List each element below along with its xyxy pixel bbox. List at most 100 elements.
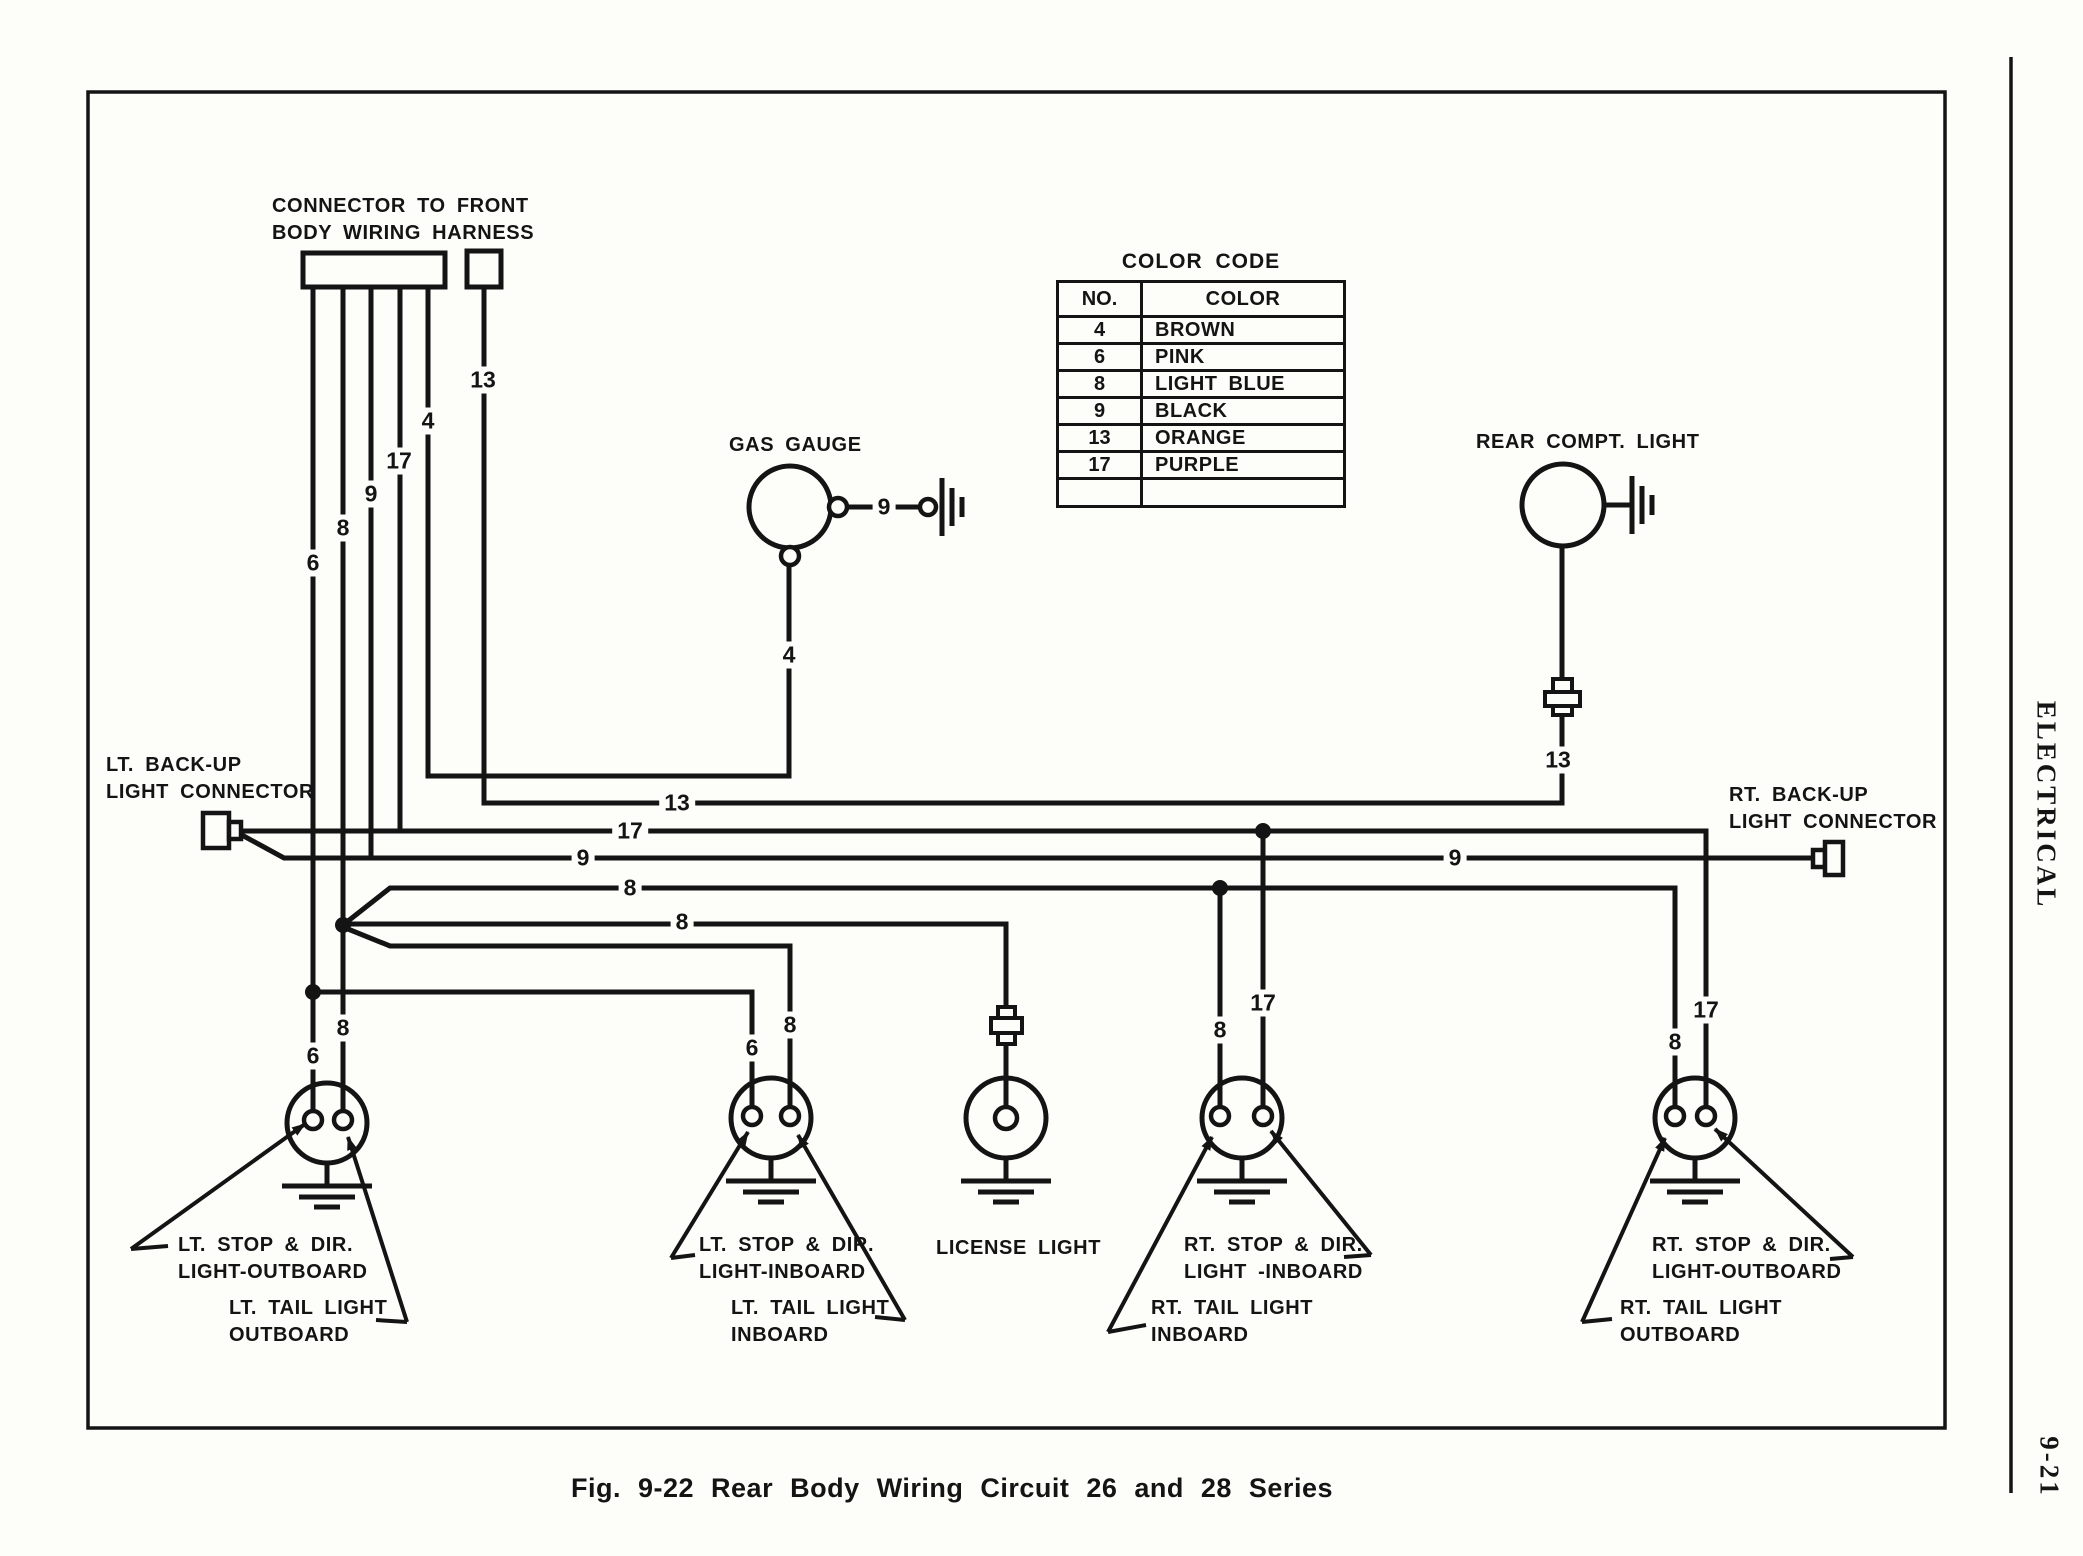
col-header-no: NO.	[1059, 283, 1143, 315]
wire-tag-9: 9	[359, 480, 383, 508]
wire-tag-4: 4	[416, 407, 440, 435]
wire-tag-6: 6	[740, 1034, 764, 1062]
ground-icon	[1650, 1158, 1740, 1205]
junction-dot	[335, 917, 351, 933]
wire-8-lt-inboard	[342, 924, 793, 1107]
lt-inboard-lamp	[726, 1075, 816, 1205]
ground-icon	[961, 1158, 1051, 1205]
label-line: RT. STOP & DIR.	[1184, 1234, 1363, 1256]
wire-6-lt-inboard	[313, 989, 755, 1107]
license-inline-connector-icon	[989, 1005, 1024, 1046]
wire-tag-9: 9	[872, 493, 896, 521]
junction-dots	[305, 823, 1271, 1000]
label-line: LT. STOP & DIR.	[178, 1234, 354, 1256]
rt-backup-label-line2: LIGHT CONNECTOR	[1729, 811, 1938, 833]
col-header-color: COLOR	[1205, 287, 1281, 310]
lamp-terminal	[778, 1104, 802, 1128]
wire-tag-13: 13	[1540, 746, 1576, 774]
label-line: RT. TAIL LIGHT	[1620, 1297, 1783, 1319]
gas-gauge-terminal-bottom	[778, 544, 802, 568]
label-line: LIGHT-INBOARD	[699, 1261, 866, 1283]
rear-ground-icon	[1629, 476, 1655, 534]
lamp-terminal	[1208, 1104, 1232, 1128]
label-line: LT. TAIL LIGHT	[731, 1297, 890, 1319]
cell-no: 9	[1059, 399, 1143, 423]
label-line: LIGHT-OUTBOARD	[1652, 1261, 1842, 1283]
wire-13-rear-light	[481, 287, 1565, 806]
lamp-terminal	[1694, 1104, 1718, 1128]
junction-dot	[1255, 823, 1271, 839]
gas-gauge-symbol	[746, 463, 965, 568]
license-light-lamp	[961, 1075, 1051, 1205]
label-line: INBOARD	[1151, 1324, 1249, 1346]
wire-tag-8: 8	[1663, 1028, 1687, 1056]
wire-tag-9: 9	[1443, 844, 1467, 872]
lt-backup-connector-label: LT. BACK-UP LIGHT CONNECTOR	[106, 752, 314, 806]
cell-color: BROWN	[1155, 318, 1236, 341]
front-body-connector	[300, 248, 504, 290]
gas-gauge-terminal-right	[826, 495, 850, 519]
wire-tag-6: 6	[301, 549, 325, 577]
front-connector-label-line1: CONNECTOR TO FRONT	[272, 195, 529, 217]
wire-tag-8: 8	[331, 514, 355, 542]
cell-color: PINK	[1155, 345, 1205, 368]
rear-compt-light-circle	[1519, 461, 1607, 549]
gas-ground-icon	[939, 478, 965, 536]
inline-connector-icon	[1543, 677, 1582, 717]
rt-backup-label-line1: RT. BACK-UP	[1729, 784, 1869, 806]
lamp-terminal	[1251, 1104, 1275, 1128]
lt-backup-label-line1: LT. BACK-UP	[106, 754, 242, 776]
front-connector-single	[464, 248, 504, 290]
color-code-header-row: NO. COLOR	[1059, 283, 1343, 315]
rear-compt-light-symbol	[1519, 461, 1655, 717]
cell-color: LIGHT BLUE	[1155, 372, 1285, 395]
wire-tag-17: 17	[612, 817, 648, 845]
wires	[238, 287, 1813, 1111]
cell-no: 13	[1059, 426, 1143, 450]
wire-tag-17: 17	[1245, 989, 1281, 1017]
label-line: OUTBOARD	[1620, 1324, 1741, 1346]
label-line: RT. TAIL LIGHT	[1151, 1297, 1314, 1319]
lt-inboard-stop-label: LT. STOP & DIR. LIGHT-INBOARD	[699, 1232, 874, 1286]
cell-color: BLACK	[1155, 399, 1228, 422]
rt-inboard-stop-label: RT. STOP & DIR. LIGHT -INBOARD	[1184, 1232, 1363, 1286]
wire-tag-8: 8	[670, 908, 694, 936]
rt-backup-connector-label: RT. BACK-UP LIGHT CONNECTOR	[1729, 782, 1937, 836]
rt-inboard-lamp	[1197, 1075, 1287, 1205]
label-line: LIGHT -INBOARD	[1184, 1261, 1363, 1283]
wire-9-bus	[238, 831, 1813, 861]
lt-inboard-tail-label: LT. TAIL LIGHT INBOARD	[731, 1295, 889, 1349]
lt-backup-connector-icon	[200, 810, 244, 851]
table-row: 9 BLACK	[1059, 396, 1343, 423]
ground-icon	[282, 1163, 372, 1210]
cell-no: 17	[1059, 453, 1143, 477]
lamp-terminal	[992, 1104, 1020, 1132]
table-row: 8 LIGHT BLUE	[1059, 369, 1343, 396]
lt-outboard-stop-label: LT. STOP & DIR. LIGHT-OUTBOARD	[178, 1232, 368, 1286]
label-line: RT. STOP & DIR.	[1652, 1234, 1831, 1256]
junction-dot	[1212, 880, 1228, 896]
table-row: 4 BROWN	[1059, 315, 1343, 342]
wire-tag-8: 8	[331, 1014, 355, 1042]
lamp-terminal	[1663, 1104, 1687, 1128]
wire-8-bus-upper	[341, 885, 1678, 1107]
label-line: OUTBOARD	[229, 1324, 350, 1346]
rt-outboard-tail-label: RT. TAIL LIGHT OUTBOARD	[1620, 1295, 1782, 1349]
color-code-table: NO. COLOR 4 BROWN 6 PINK 8 LIGHT BLUE 9 …	[1056, 280, 1346, 508]
wire-tag-17: 17	[381, 447, 417, 475]
wire-tag-8: 8	[778, 1011, 802, 1039]
front-connector-body	[300, 250, 448, 290]
table-row: 6 PINK	[1059, 342, 1343, 369]
wire-tag-4: 4	[777, 641, 801, 669]
label-line: LT. STOP & DIR.	[699, 1234, 875, 1256]
cell-color: PURPLE	[1155, 453, 1240, 476]
wire-tag-9: 9	[571, 844, 595, 872]
rear-compt-light-label: REAR COMPT. LIGHT	[1476, 431, 1700, 453]
front-connector-label-line2: BODY WIRING HARNESS	[272, 222, 535, 244]
rt-outboard-stop-label: RT. STOP & DIR. LIGHT-OUTBOARD	[1652, 1232, 1842, 1286]
cell-color: ORANGE	[1155, 426, 1246, 449]
lamp-terminal	[740, 1104, 764, 1128]
wire-tag-6: 6	[301, 1042, 325, 1070]
